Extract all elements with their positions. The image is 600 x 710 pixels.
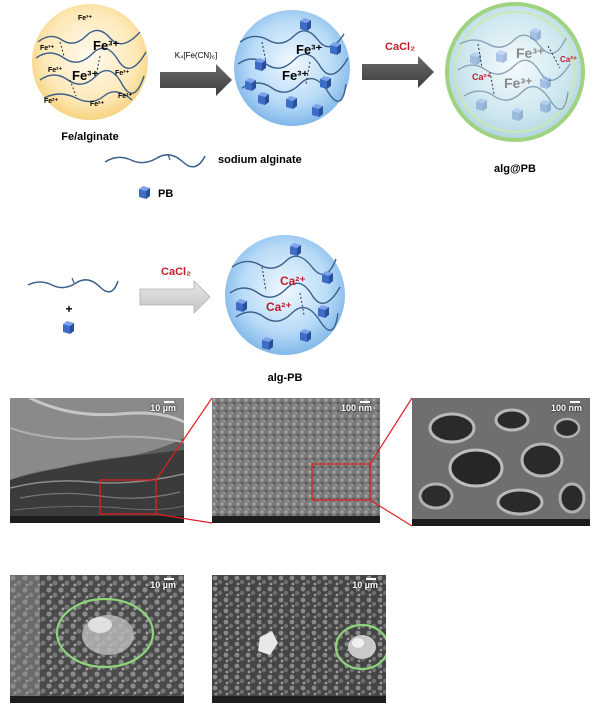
sem-image-1: 10 µm — [10, 398, 184, 523]
pb-cube — [236, 299, 247, 312]
fe3-big-label: Fe³⁺ — [296, 42, 323, 57]
arrow-1 — [160, 64, 232, 96]
pb-sphere-intermediate: Fe³⁺ Fe³⁺ — [234, 10, 350, 126]
pb-cube — [262, 337, 273, 350]
arrow3-reagent: CaCl₂ — [161, 266, 191, 278]
sem2-scale-label: 100 nm — [340, 403, 372, 413]
pb-cube — [322, 271, 333, 284]
fe2-small-label: Fe²⁺ — [48, 67, 63, 74]
pb-cube — [258, 92, 269, 105]
pb-cube — [318, 305, 329, 318]
plus-sign: + — [65, 302, 72, 316]
fe3-big-label: Fe³⁺ — [93, 38, 120, 53]
fe3-faint-label: Fe³⁺ — [516, 45, 544, 61]
ca2-label: Ca²⁺ — [266, 300, 292, 314]
sem3-scale-label: 100 nm — [550, 403, 582, 413]
fe2-small-label: Fe²⁺ — [44, 98, 59, 105]
arrow2-reagent: CaCl₂ — [385, 41, 415, 53]
ca2-label: Ca²⁺ — [280, 274, 306, 288]
fe3-big-label: Fe³⁺ — [72, 68, 99, 83]
legend-sodium-alginate-label: sodium alginate — [218, 154, 302, 166]
pb-cube — [300, 329, 311, 342]
arrow-2 — [362, 56, 434, 88]
fe3-small-label: Fe³⁺ — [118, 93, 133, 100]
fe3-small-label: Fe³⁺ — [115, 70, 130, 77]
highlight-ellipse — [334, 623, 386, 671]
scheme-bottom: + CaCl₂ Ca²⁺ Ca²⁺ alg-PB — [27, 235, 345, 384]
sem1-scale-label: 10 µm — [150, 403, 176, 413]
pb-cube-icon — [139, 186, 150, 199]
sem-image-5: 10 µm — [212, 575, 386, 703]
legend-pb-label: PB — [158, 188, 173, 200]
sem5-scale-label: 10 µm — [352, 580, 378, 590]
fe3-small-label: Fe³⁺ — [78, 15, 93, 22]
highlight-ellipse — [55, 597, 155, 669]
pb-cube — [245, 78, 256, 91]
ca2-label: Ca²⁺ — [472, 72, 492, 82]
alg-pb-sphere: Ca²⁺ Ca²⁺ — [225, 235, 345, 355]
arrow1-reagent: K₄[Fe(CN)₆] — [175, 51, 218, 60]
sem-image-4: 10 µm — [10, 575, 184, 703]
pb-cube — [300, 18, 311, 31]
alg-at-pb-sphere: Fe³⁺ Fe³⁺ Ca²⁺ Ca²⁺ — [445, 2, 585, 142]
fe2-small-label: Fe²⁺ — [90, 101, 105, 108]
sem4-scale-label: 10 µm — [150, 580, 176, 590]
reactant-alginate-chain — [27, 277, 119, 293]
ca2-label: Ca²⁺ — [560, 55, 577, 64]
pb-cube — [330, 42, 341, 55]
legend-sodium-alginate: sodium alginate — [104, 153, 302, 168]
pb-cube — [320, 76, 331, 89]
fe-alginate-sphere: Fe³⁺ Fe³⁺ Fe³⁺ Fe³⁺ Fe³⁺ Fe²⁺ Fe²⁺ Fe²⁺ … — [32, 4, 148, 120]
arrow-3 — [139, 280, 211, 314]
legend-pb: PB — [139, 186, 173, 200]
fe3-small-label: Fe³⁺ — [40, 45, 55, 52]
pb-cube — [312, 104, 323, 117]
sem-image-3: 100 nm — [412, 398, 590, 526]
fe-alginate-label: Fe/alginate — [61, 131, 118, 143]
sem-image-2: 100 nm — [212, 398, 380, 523]
reactant-pb-cube — [63, 321, 74, 334]
pb-cube — [286, 96, 297, 109]
pb-cube — [255, 58, 266, 71]
pb-cube — [290, 243, 301, 256]
alg-pb-label: alg-PB — [268, 372, 303, 384]
fe3-big-label: Fe³⁺ — [282, 68, 309, 83]
scheme-top: Fe³⁺ Fe³⁺ Fe³⁺ Fe³⁺ Fe³⁺ Fe²⁺ Fe²⁺ Fe²⁺ … — [32, 2, 585, 200]
fe3-faint-label: Fe³⁺ — [504, 75, 532, 91]
alg-at-pb-label: alg@PB — [494, 163, 536, 175]
